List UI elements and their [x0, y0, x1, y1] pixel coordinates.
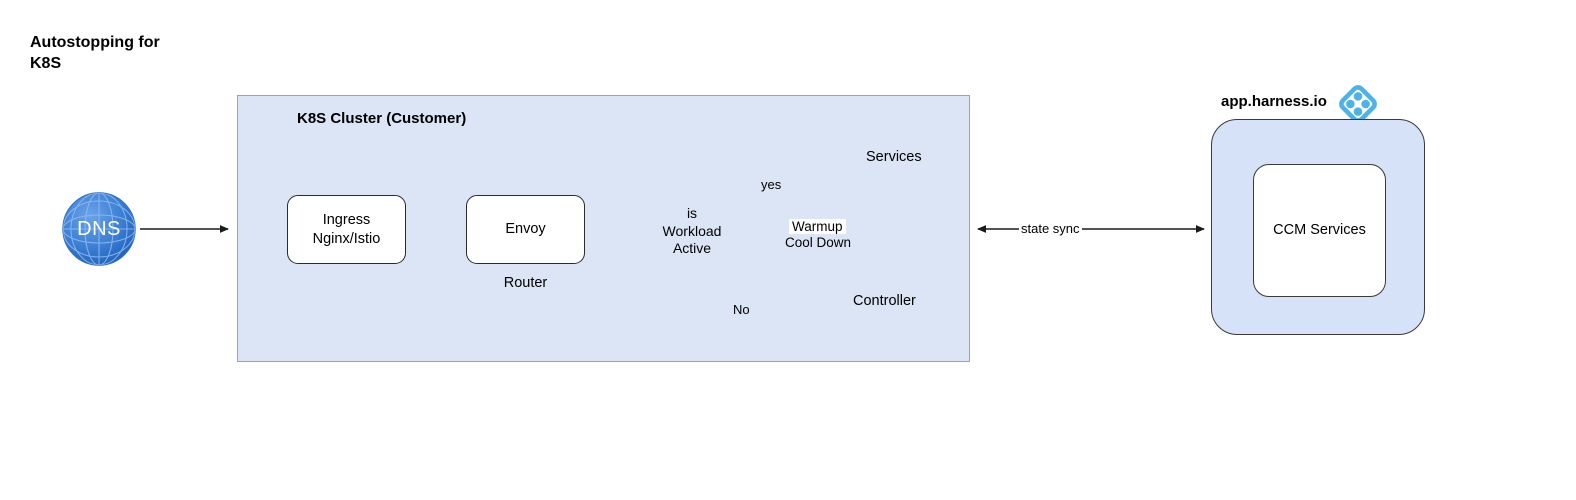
edge-label-state-sync: state sync	[1019, 221, 1082, 236]
page-title: Autostopping for K8S	[30, 34, 160, 72]
decision-node-label: is Workload Active	[662, 205, 722, 256]
edge-label-no: No	[733, 302, 750, 317]
edge-label-cool-down: Cool Down	[785, 235, 852, 250]
dns-globe-icon	[62, 192, 136, 266]
controller-node-label: Controller	[853, 293, 916, 309]
edge-label-warmup: Warmup	[789, 219, 846, 234]
edge-label-yes: yes	[761, 177, 782, 192]
ccm-services-container[interactable]	[1253, 164, 1386, 297]
dns-node-label: DNS	[77, 217, 121, 240]
harness-label: app.harness.io	[1221, 93, 1327, 110]
dns-node[interactable]: DNS	[62, 192, 136, 266]
router-label: Router	[503, 275, 548, 291]
ccm-services-label: CCM Services	[1273, 222, 1366, 238]
harness-logo-icon	[1339, 85, 1377, 123]
k8s-cluster-label: K8S Cluster (Customer)	[297, 110, 467, 127]
ingress-node[interactable]: Ingress Nginx/Istio	[287, 195, 406, 264]
envoy-node[interactable]: Envoy	[466, 195, 585, 264]
services-node-label: Services	[866, 149, 922, 165]
